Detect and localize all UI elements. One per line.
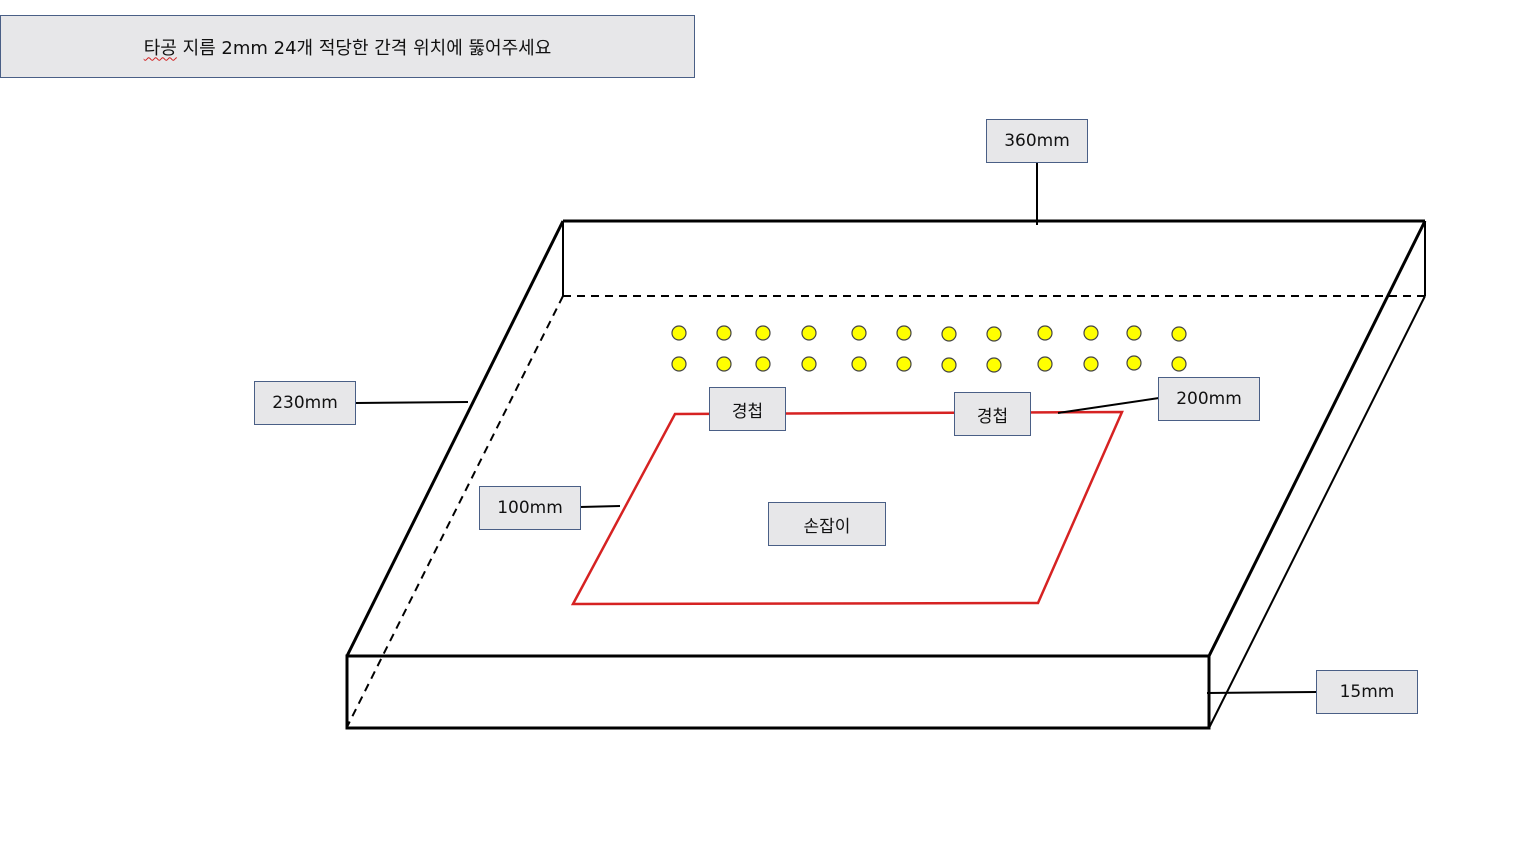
- hole: [851, 356, 867, 372]
- leader-handle-width: [1057, 397, 1160, 414]
- hole: [1037, 325, 1053, 341]
- holes-group: [671, 325, 1187, 373]
- hole: [851, 325, 867, 341]
- hole: [1126, 355, 1142, 371]
- hole: [1083, 356, 1099, 372]
- hole: [1037, 356, 1053, 372]
- hole: [941, 326, 957, 342]
- box-outline: [345, 219, 1427, 730]
- left-inner-edge: [346, 295, 564, 728]
- label-thickness: 15mm: [1316, 670, 1418, 714]
- hole: [716, 356, 732, 372]
- label-handle-width: 200mm: [1158, 377, 1260, 421]
- top-right-edge: [1207, 220, 1427, 657]
- hole: [896, 325, 912, 341]
- label-hinge-right: 경첩: [954, 392, 1031, 436]
- hole: [896, 356, 912, 372]
- top-left-edge: [345, 220, 565, 657]
- hidden-edges: [346, 295, 1425, 728]
- hole: [801, 325, 817, 341]
- leader-lines: [355, 163, 1318, 694]
- label-handle: 손잡이: [768, 502, 886, 546]
- instruction-text: 타공 지름 2mm 24개 적당한 간격 위치에 뚫어주세요: [144, 34, 552, 60]
- instruction-note: 타공 지름 2mm 24개 적당한 간격 위치에 뚫어주세요: [0, 15, 695, 78]
- label-width: 360mm: [986, 119, 1088, 163]
- hole: [1171, 356, 1187, 372]
- hole: [671, 325, 687, 341]
- right-bottom-edge: [1208, 295, 1426, 729]
- leader-thickness: [1206, 691, 1318, 694]
- label-depth: 230mm: [254, 381, 356, 425]
- hole: [801, 356, 817, 372]
- hole: [986, 326, 1002, 342]
- instruction-rest: 지름 2mm 24개 적당한 간격 위치에 뚫어주세요: [176, 37, 552, 59]
- leader-handle-depth: [579, 505, 621, 508]
- hole: [941, 357, 957, 373]
- hole: [755, 325, 771, 341]
- label-handle-depth: 100mm: [479, 486, 581, 530]
- hole: [755, 356, 771, 372]
- hole: [671, 356, 687, 372]
- instruction-keyword: 타공: [143, 37, 177, 59]
- hole: [1126, 325, 1142, 341]
- leader-depth: [355, 401, 469, 404]
- hole: [1171, 326, 1187, 342]
- hole: [986, 357, 1002, 373]
- hole: [716, 325, 732, 341]
- hole: [1083, 325, 1099, 341]
- front-face: [345, 654, 1211, 730]
- label-hinge-left: 경첩: [709, 387, 786, 431]
